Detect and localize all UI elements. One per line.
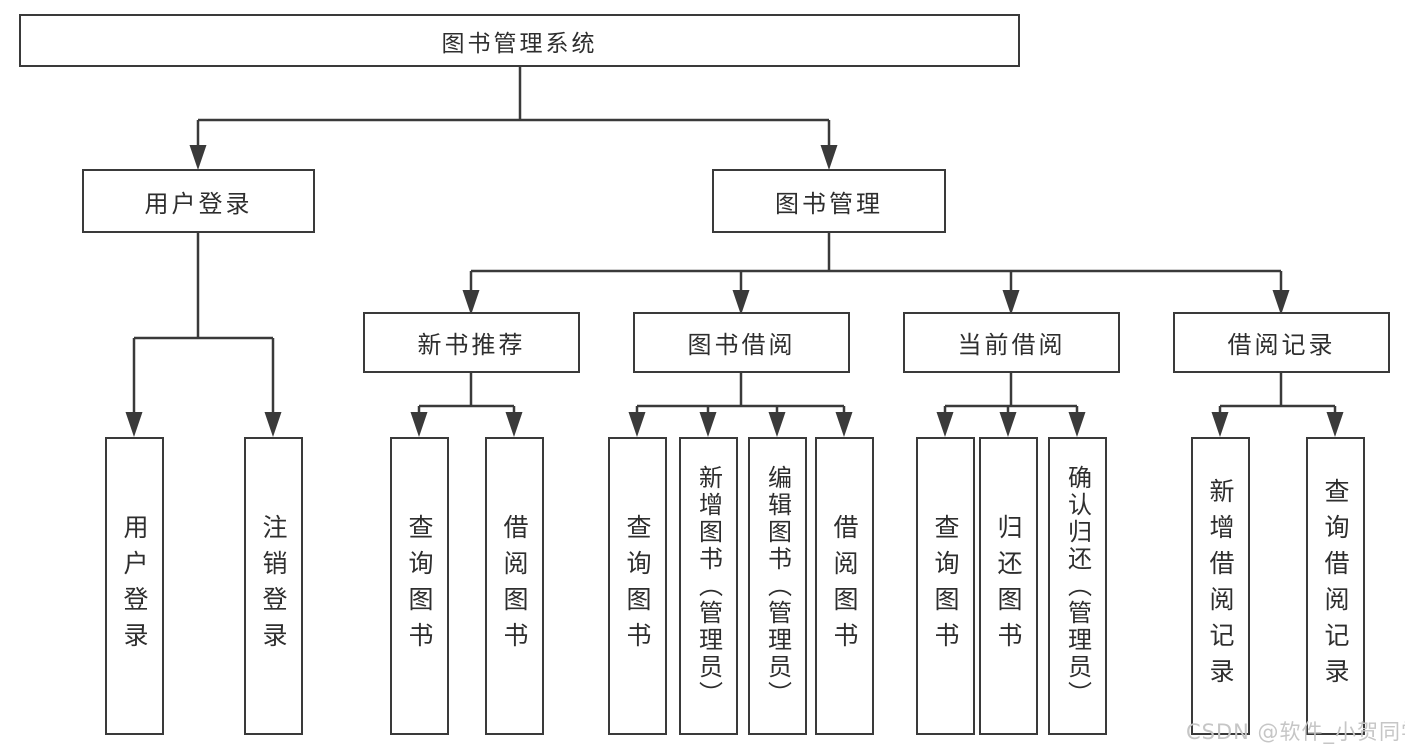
leaf-add-borrow-record: 新增借阅记录 [1191,437,1250,735]
node-new-book-recommendation: 新书推荐 [363,312,580,373]
leaf-label: 用户登录 [120,514,149,658]
node-label: 新书推荐 [417,331,526,359]
node-book-management: 图书管理 [712,169,946,233]
leaf-label: 查询借阅记录 [1321,478,1350,694]
node-label: 借阅记录 [1227,331,1336,359]
leaf-label: 新增图书（管理员） [694,464,723,708]
leaf-label: 确认归还（管理员） [1063,464,1092,708]
node-current-borrowing: 当前借阅 [903,312,1120,373]
csdn-watermark: CSDN @软件_小贺同学 [1186,720,1405,744]
leaf-return-books: 归还图书 [979,437,1038,735]
leaf-borrow-books-2: 借阅图书 [815,437,874,735]
leaf-confirm-return-admin: 确认归还（管理员） [1048,437,1107,735]
leaf-query-books-2: 查询图书 [608,437,667,735]
leaf-user-login: 用户登录 [105,437,164,735]
leaf-borrow-books-1: 借阅图书 [485,437,544,735]
leaf-label: 查询图书 [405,514,434,658]
leaf-logout: 注销登录 [244,437,303,735]
leaf-label: 编辑图书（管理员） [763,464,792,708]
node-book-borrowing: 图书借阅 [633,312,850,373]
leaf-add-books-admin: 新增图书（管理员） [679,437,738,735]
node-label: 用户登录 [144,189,253,218]
leaf-label: 借阅图书 [500,514,529,658]
node-borrowing-records: 借阅记录 [1173,312,1390,373]
leaf-label: 注销登录 [259,514,288,658]
node-library-management-system: 图书管理系统 [19,14,1020,67]
node-label: 图书管理 [775,189,883,218]
arrowheads [125,145,1344,437]
leaf-label: 查询图书 [931,514,960,658]
leaf-query-borrow-record: 查询借阅记录 [1306,437,1365,735]
leaf-label: 归还图书 [994,514,1023,658]
node-label: 当前借阅 [957,331,1066,359]
node-label: 图书管理系统 [441,30,598,57]
connector-path [132,67,1337,413]
leaf-query-books-1: 查询图书 [390,437,449,735]
leaf-edit-books-admin: 编辑图书（管理员） [748,437,807,735]
leaf-label: 查询图书 [623,514,652,658]
leaf-query-books-3: 查询图书 [916,437,975,735]
node-user-login: 用户登录 [82,169,315,233]
leaf-label: 新增借阅记录 [1206,478,1235,694]
node-label: 图书借阅 [687,331,796,359]
leaf-label: 借阅图书 [830,514,859,658]
